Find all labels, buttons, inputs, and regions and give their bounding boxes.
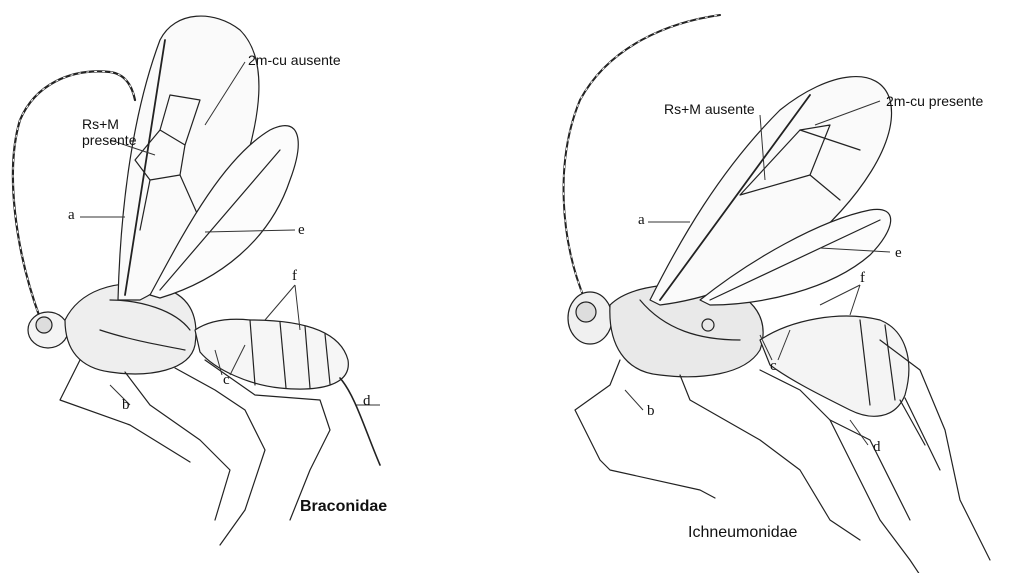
right-letter-c: c	[770, 358, 777, 374]
left-letter-c: c	[223, 372, 230, 388]
left-vein-rsm-label-line1: Rs+M	[82, 116, 119, 132]
right-letter-d: d	[873, 439, 881, 455]
left-family-name: Braconidae	[300, 499, 387, 515]
right-vein-rsm-label: Rs+M ausente	[664, 101, 755, 117]
right-letter-f: f	[860, 270, 865, 286]
left-vein-2mcu-label: 2m-cu ausente	[248, 52, 341, 68]
left-letter-a: a	[68, 207, 75, 223]
right-letter-a: a	[638, 212, 645, 228]
left-letter-f: f	[292, 268, 297, 284]
right-family-name: Ichneumonidae	[688, 525, 797, 541]
left-vein-rsm-label-line2: presente	[82, 132, 136, 148]
right-letter-b: b	[647, 403, 655, 419]
left-letter-d: d	[363, 393, 371, 409]
left-letter-e: e	[298, 222, 305, 238]
right-vein-2mcu-label: 2m-cu presente	[886, 93, 983, 109]
left-letter-b: b	[122, 397, 130, 413]
right-letter-e: e	[895, 245, 902, 261]
